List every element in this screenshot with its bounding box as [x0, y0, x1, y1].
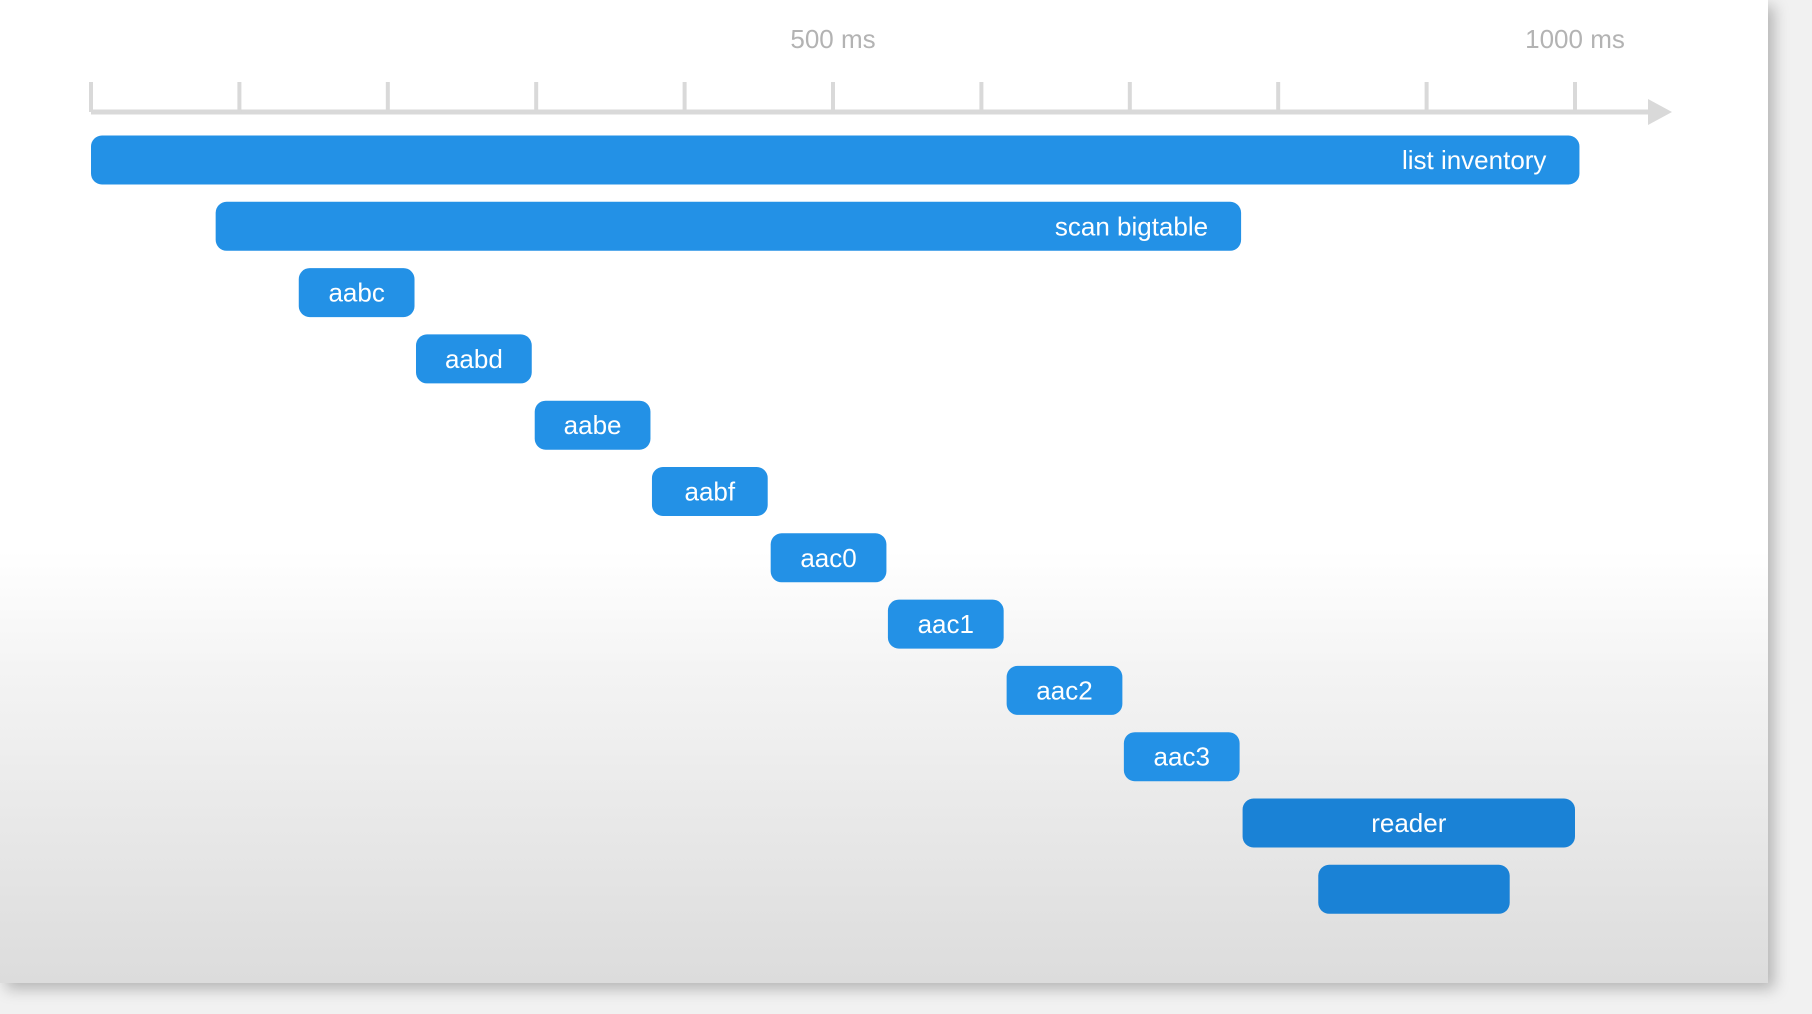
- trace-span[interactable]: aabf: [651, 467, 768, 516]
- span-label: aabe: [564, 410, 622, 440]
- span-bar[interactable]: [770, 533, 887, 583]
- span-bar[interactable]: [1006, 665, 1123, 715]
- span-bar[interactable]: [1242, 798, 1575, 848]
- axis-arrow-icon: [1648, 99, 1672, 125]
- span-label: scan bigtable: [1055, 211, 1208, 241]
- axis-ticks: [89, 82, 1577, 112]
- span-label: aac1: [918, 609, 974, 639]
- axis-tick-label: 500 ms: [790, 24, 875, 54]
- trace-span[interactable]: aabc: [298, 268, 415, 318]
- span-bar[interactable]: [298, 268, 415, 318]
- trace-span[interactable]: reader: [1242, 798, 1575, 848]
- axis-tick-label: 1000 ms: [1525, 24, 1625, 54]
- span-label: aac3: [1154, 742, 1210, 772]
- axis-tick-labels: 500 ms 1000 ms: [790, 24, 1625, 54]
- trace-span[interactable]: scan bigtable: [215, 201, 1242, 251]
- trace-span[interactable]: aac1: [887, 599, 1004, 649]
- span-bar[interactable]: [1318, 864, 1510, 914]
- trace-span[interactable]: aac0: [770, 533, 887, 583]
- trace-span[interactable]: list inventory: [91, 135, 1580, 185]
- span-bar[interactable]: [415, 334, 532, 384]
- trace-span[interactable]: aac2: [1006, 665, 1123, 715]
- span-label: aabd: [445, 344, 503, 374]
- trace-span[interactable]: aac3: [1123, 732, 1240, 782]
- span-bar[interactable]: [215, 201, 1242, 251]
- trace-span[interactable]: aabd: [415, 334, 532, 384]
- span-bar[interactable]: [887, 599, 1004, 649]
- span-label: aabc: [328, 278, 384, 308]
- trace-timeline-chart: 500 ms 1000 ms list inventory scan bigtabl…: [88, 24, 1672, 963]
- trace-spans: list inventory scan bigtable aabc aabd aabe a…: [91, 135, 1580, 914]
- trace-span[interactable]: [1318, 864, 1510, 914]
- span-label: list inventory: [1402, 145, 1547, 175]
- slide-card: 500 ms 1000 ms list inventory scan bigtabl…: [0, 0, 1768, 983]
- span-bar[interactable]: [91, 135, 1580, 185]
- span-label: aac0: [800, 543, 856, 573]
- span-label: aabf: [685, 477, 736, 507]
- trace-span[interactable]: aabe: [534, 400, 651, 450]
- span-label: reader: [1371, 808, 1446, 838]
- span-bar[interactable]: [651, 467, 768, 516]
- span-bar[interactable]: [534, 400, 651, 450]
- span-bar[interactable]: [1123, 732, 1240, 782]
- span-label: aac2: [1036, 675, 1092, 705]
